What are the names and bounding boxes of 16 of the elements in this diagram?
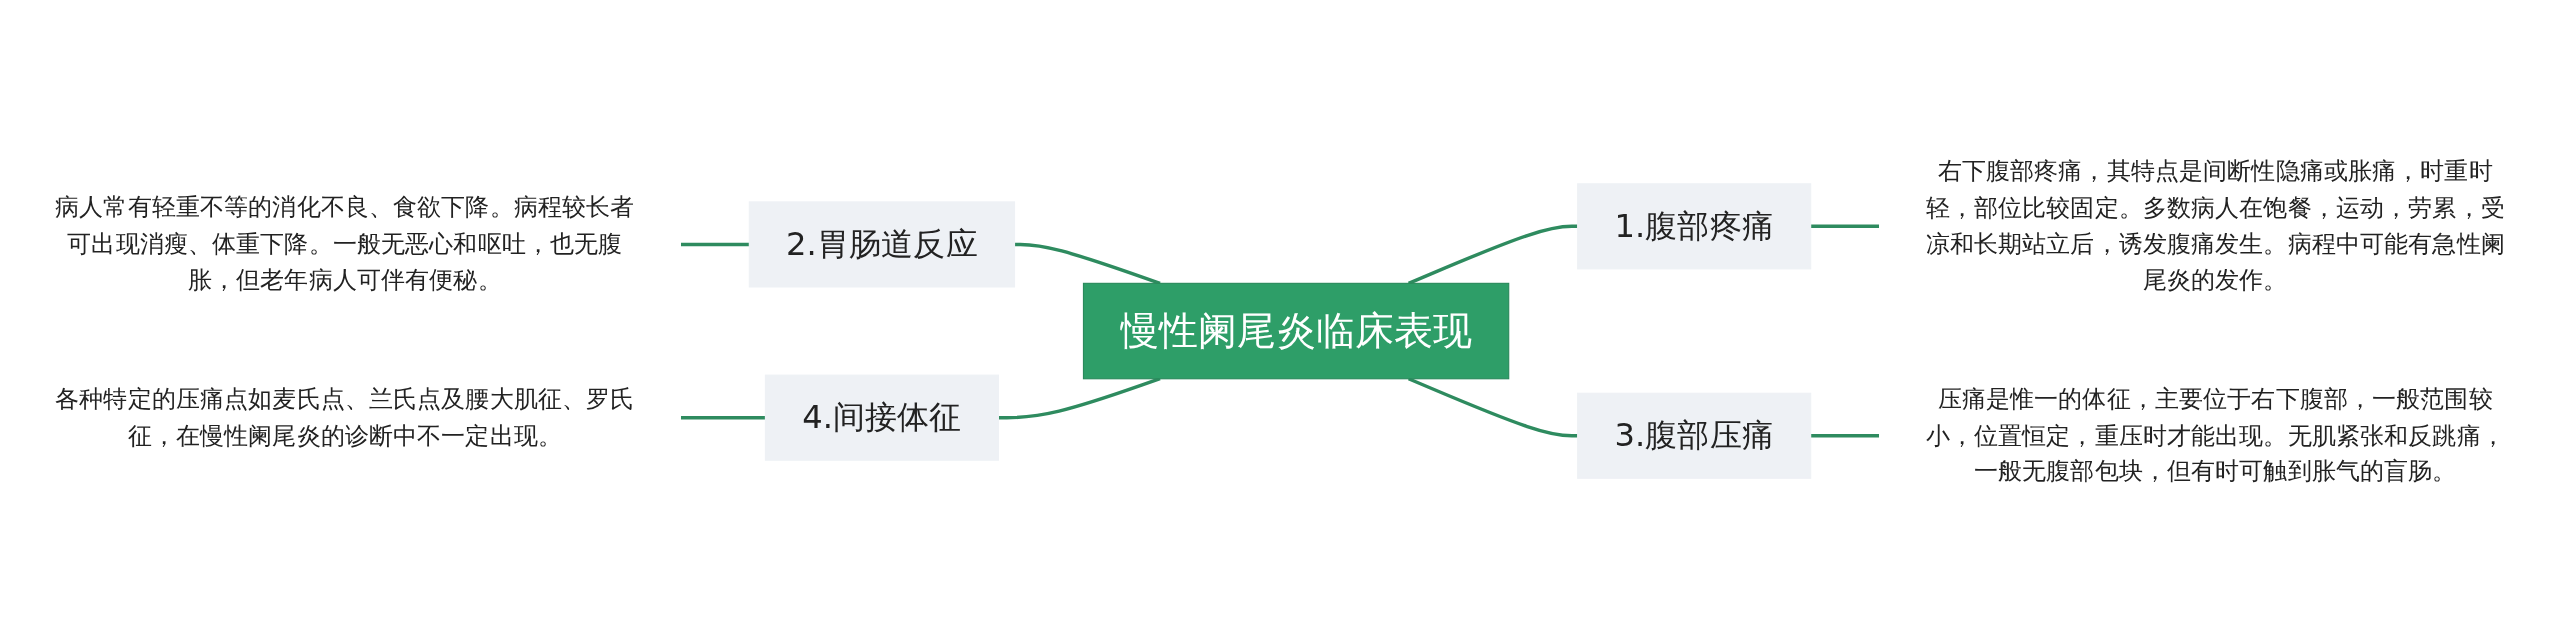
connector — [1407, 224, 1578, 285]
node-text: 压痛是惟一的体征，主要位于右下腹部，一般范围较小，位置恒定，重压时才能出现。无肌紧张和反跳痛，一般无腹部包块，但有时可触到胀气的盲肠。 — [1925, 384, 2505, 485]
connector — [1014, 242, 1161, 285]
connector — [1407, 377, 1578, 438]
connector — [1810, 434, 1880, 438]
node-text: 右下腹部疼痛，其特点是间断性隐痛或胀痛，时重时轻，部位比较固定。多数病人在饱餐，运动，劳累，受凉和长期站立后，诱发腹痛发生。病程中可能有急性阑尾炎的发作。 — [1925, 157, 2505, 294]
connector — [1810, 224, 1880, 229]
node-text: 病人常有轻重不等的消化不良、食欲下降。病程较长者可出现消瘦、体重下降。一般无恶心和呕吐，也无腹胀，但老年病人可伴有便秘。 — [55, 193, 635, 294]
connector — [680, 415, 766, 420]
connector — [680, 242, 750, 247]
node-box: 1.腹部疼痛 — [1577, 183, 1812, 270]
node-text: 各种特定的压痛点如麦氏点、兰氏点及腰大肌征、罗氏征，在慢性阑尾炎的诊断中不一定出现。 — [55, 384, 635, 449]
connector — [998, 377, 1161, 420]
node-box: 4.间接体征 — [764, 374, 999, 461]
node-box: 3.腹部压痛 — [1577, 392, 1812, 479]
node-box: 2.胃肠道反应 — [748, 201, 1016, 288]
